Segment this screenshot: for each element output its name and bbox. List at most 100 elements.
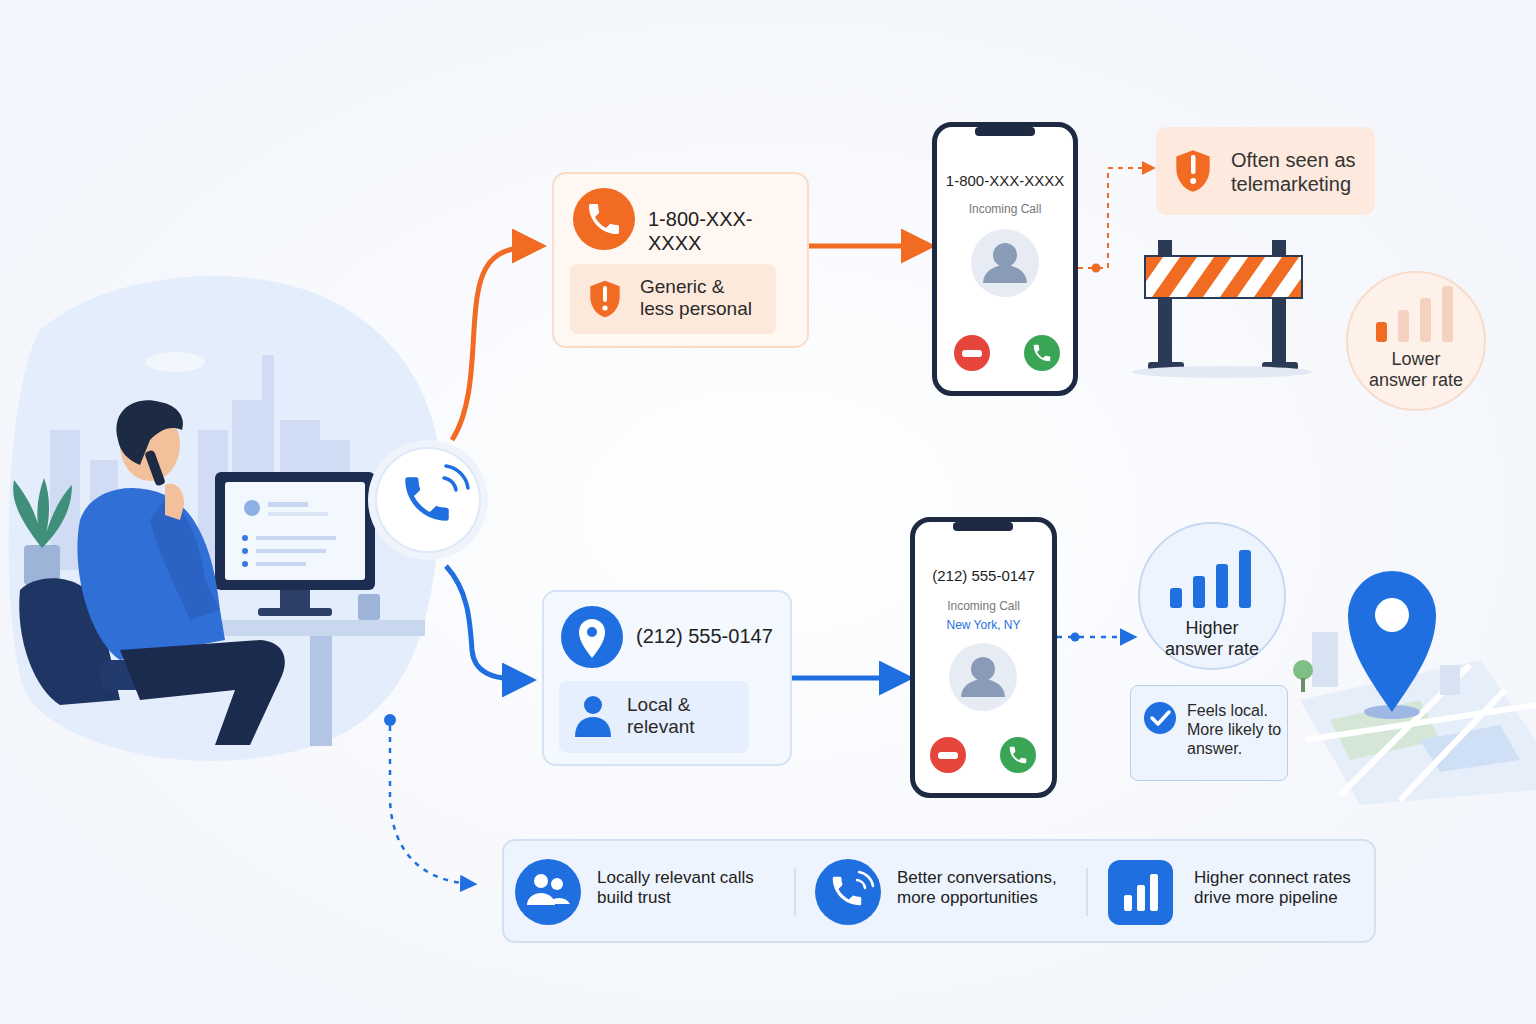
drawn-path <box>150 500 220 620</box>
drawn-rect <box>1301 678 1305 692</box>
drawn-rect <box>1108 860 1173 925</box>
drawn-rect <box>1124 895 1132 911</box>
drawn-circle <box>971 657 995 681</box>
drawn-rect <box>1145 256 1302 298</box>
drawn-path <box>575 717 611 737</box>
drawn-g <box>242 535 248 567</box>
drawn-circle <box>930 737 966 773</box>
drawn-rect <box>1150 874 1158 911</box>
drawn-rect <box>280 590 310 610</box>
node-sublabel: New York, NY <box>915 618 1052 632</box>
phone-mockup: (212) 555-0147Incoming CallNew York, NY <box>910 517 1057 798</box>
drawn-circle <box>561 606 623 668</box>
drawn-circle <box>587 627 597 637</box>
phone-screen <box>915 522 1052 793</box>
node-label: Generic & less personal <box>640 276 762 321</box>
drawn-rect <box>256 562 306 566</box>
drawn-rect <box>1170 588 1182 608</box>
drawn-ellipse <box>145 352 205 372</box>
drawn-circle <box>551 878 563 890</box>
drawn-use <box>1010 747 1027 764</box>
drawn-circle <box>1190 178 1196 184</box>
connector <box>1057 636 1134 639</box>
drawn-path <box>983 265 1027 283</box>
drawn-rect <box>962 350 982 357</box>
drawn-rect <box>938 752 958 759</box>
node-label: 1-800-XXX-XXXX <box>937 172 1073 190</box>
number-card: (212) 555-0147 Local & relevant <box>542 590 792 766</box>
drawn-path <box>444 466 468 490</box>
drawn-rect <box>1440 665 1460 695</box>
node-label: Locally relevant calls build trust <box>597 868 785 908</box>
drawn-path <box>548 898 570 904</box>
drawn-circle <box>384 714 396 726</box>
drawn-circle <box>1000 737 1036 773</box>
drawn-rect <box>268 512 328 516</box>
drawn-circle <box>602 305 607 310</box>
node-label: Lower answer rate <box>1361 349 1471 391</box>
benefit-item: Better conversations, more opportunities <box>893 866 1079 920</box>
drawn-path <box>1152 712 1169 724</box>
drawn-circle <box>242 535 248 541</box>
drawn-rect <box>1312 632 1338 687</box>
node-label: Higher connect rates drive more pipeline <box>1194 868 1370 908</box>
drawn-rect <box>603 286 607 302</box>
local-tag: Local & relevant <box>559 681 749 753</box>
drawn-rect <box>1398 310 1409 342</box>
drawn-circle <box>1293 660 1313 680</box>
drawn-rect <box>215 472 375 590</box>
connector-dot <box>1092 264 1101 273</box>
drawn-rect <box>1191 155 1196 174</box>
result-circle: Higher answer rate <box>1138 522 1286 670</box>
phone-mockup: 1-800-XXX-XXXXIncoming Call <box>932 122 1078 396</box>
drawn-circle <box>573 188 635 250</box>
drawn-path <box>857 872 873 888</box>
drawn-path <box>165 484 184 520</box>
drawn-rect <box>1420 298 1431 342</box>
drawn-rect <box>310 636 332 746</box>
node-label: Better conversations, more opportunities <box>897 868 1077 908</box>
drawn-circle <box>1024 335 1060 371</box>
drawn-circle <box>1144 702 1176 734</box>
drawn-path <box>77 488 225 660</box>
connector-dot <box>1071 633 1080 642</box>
warning-tag: Generic & less personal <box>570 264 776 334</box>
number-card: 1-800-XXX-XXXX Generic & less personal <box>552 172 809 348</box>
drawn-circle <box>368 440 488 560</box>
drawn-path <box>1348 571 1436 712</box>
drawn-path <box>446 566 530 680</box>
drawn-g <box>256 536 336 566</box>
drawn-path <box>579 619 605 658</box>
drawn-rect <box>268 502 308 507</box>
result-circle: Lower answer rate <box>1346 271 1486 411</box>
drawn-circle <box>954 335 990 371</box>
drawn-circle <box>534 874 548 888</box>
node-label: Local & relevant <box>627 694 739 739</box>
signal-bars <box>1348 273 1488 413</box>
connector <box>792 676 907 681</box>
drawn-circle <box>815 859 881 925</box>
node-label: Often seen as telemarketing <box>1231 149 1371 196</box>
drawn-path <box>1305 665 1536 800</box>
node-label: (212) 555-0147 <box>636 625 786 649</box>
drawn-path <box>390 726 474 884</box>
drawn-rect <box>953 522 1013 531</box>
drawn-path <box>961 679 1005 697</box>
drawn-circle <box>993 243 1017 267</box>
drawn-rect <box>1239 550 1251 608</box>
drawn-rect <box>1137 885 1145 911</box>
drawn-path <box>120 640 285 745</box>
phone-screen <box>937 127 1073 391</box>
drawn-path <box>452 246 540 440</box>
node-sublabel: Incoming Call <box>915 599 1052 613</box>
benefit-item: Locally relevant calls build trust <box>592 866 788 920</box>
drawn-circle <box>971 229 1039 297</box>
node-label: 1-800-XXX-XXXX <box>648 208 798 255</box>
drawn-circle <box>1375 598 1409 632</box>
drawn-use <box>589 204 619 234</box>
drawn-rect <box>225 482 365 580</box>
node-label: (212) 555-0147 <box>915 567 1052 585</box>
connector <box>1078 168 1153 268</box>
